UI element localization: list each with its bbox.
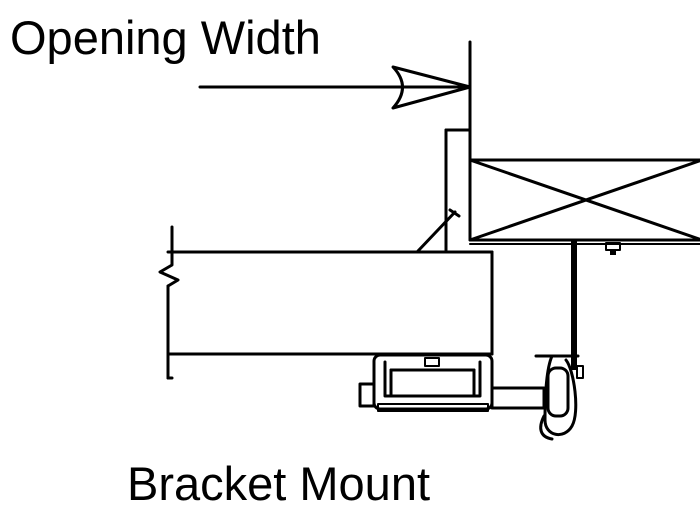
- roller-track: [534, 354, 580, 441]
- opening-width-label: Opening Width: [10, 11, 321, 64]
- bracket-mount-label: Bracket Mount: [127, 457, 431, 510]
- mounting-bracket: [571, 240, 621, 379]
- opening-width-arrow: [198, 65, 472, 110]
- spring-clip: [416, 208, 461, 253]
- trim-casing: [444, 128, 472, 252]
- header-beam: [468, 158, 700, 245]
- roller-carrier: [372, 353, 494, 412]
